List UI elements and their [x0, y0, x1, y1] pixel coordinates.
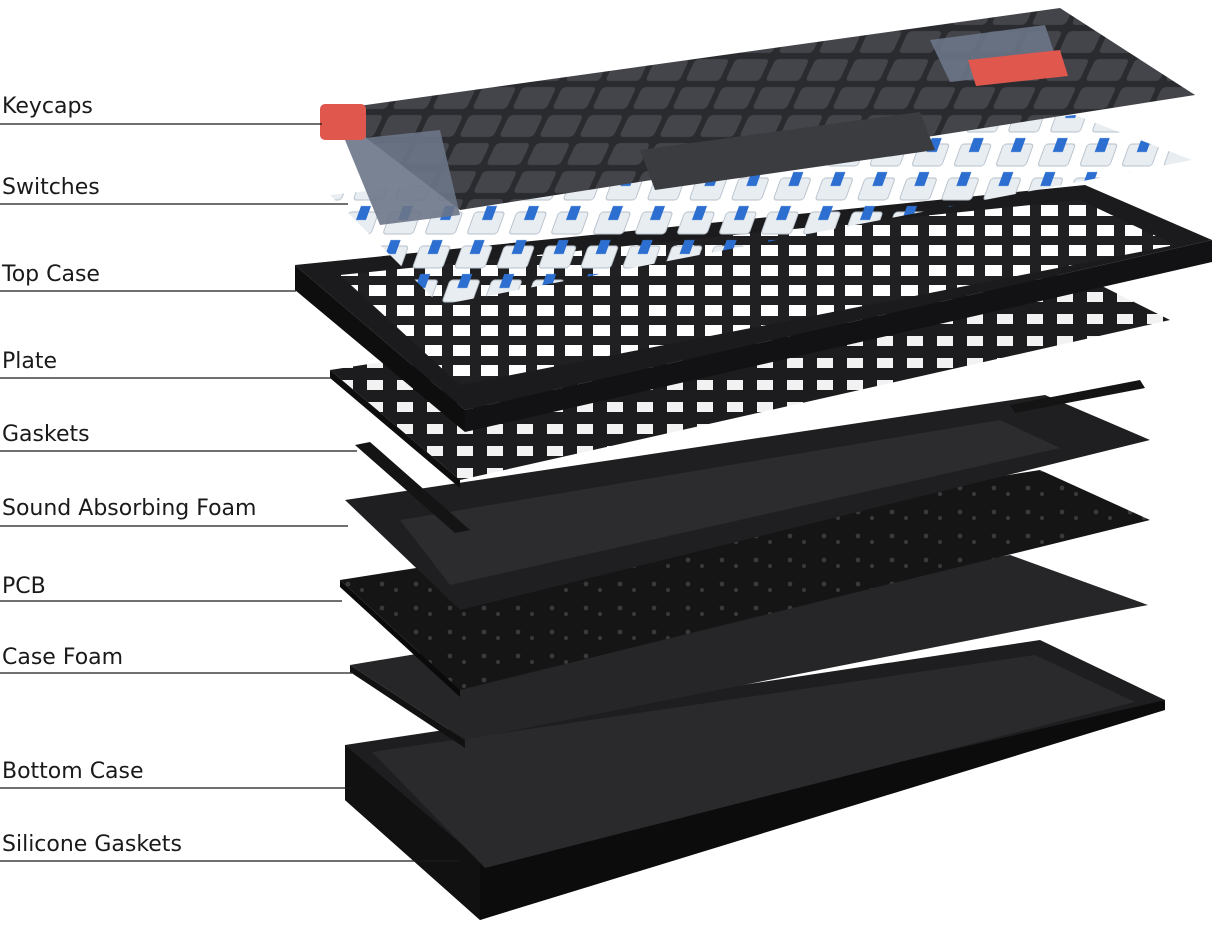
leader-lines	[0, 123, 460, 862]
label-silicone-gaskets: Silicone Gaskets	[2, 832, 182, 857]
switches-layer	[330, 115, 1192, 305]
label-keycaps: Keycaps	[2, 94, 93, 119]
label-plate: Plate	[2, 349, 58, 374]
label-case-foam: Case Foam	[2, 645, 124, 670]
label-bottom-case: Bottom Case	[2, 759, 144, 784]
keycaps-layer	[320, 8, 1195, 225]
label-switches: Switches	[2, 175, 100, 200]
gaskets-layer	[355, 380, 1145, 533]
top-case-layer	[295, 185, 1212, 432]
bottom-case-layer	[345, 640, 1165, 920]
pcb-layer	[340, 470, 1150, 697]
sound-absorbing-foam-layer	[345, 395, 1150, 610]
label-sound-absorbing-foam: Sound Absorbing Foam	[2, 496, 257, 521]
label-gaskets: Gaskets	[2, 422, 90, 447]
case-foam-layer	[350, 555, 1148, 748]
label-top-case: Top Case	[2, 262, 100, 287]
label-pcb: PCB	[2, 574, 46, 599]
